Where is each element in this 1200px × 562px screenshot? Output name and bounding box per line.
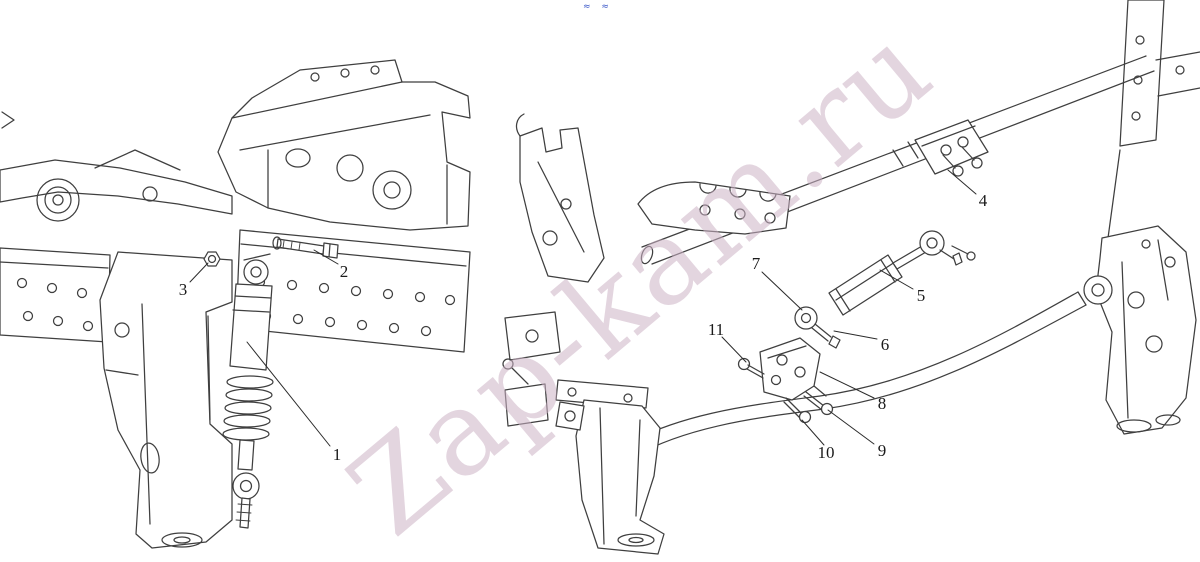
pedestal-bracket xyxy=(99,251,233,549)
mounting-nut-3 xyxy=(203,251,221,267)
tube-bracket-4 xyxy=(914,119,989,177)
support-bracket xyxy=(555,379,665,555)
cropped-edge-part xyxy=(1,111,15,129)
right-assembly-drawing xyxy=(502,0,1200,555)
registration-mark: ≈ ≈ xyxy=(583,2,613,12)
cab-mounting-bracket xyxy=(217,59,471,231)
frame-rail xyxy=(0,247,111,343)
rear-frame xyxy=(1107,0,1200,239)
callout-leader-lines xyxy=(189,169,977,447)
rear-bracket xyxy=(1083,225,1197,435)
cab-damper-5 xyxy=(794,230,976,349)
hanger-bracket xyxy=(515,113,605,283)
mid-brackets xyxy=(502,311,561,427)
shock-absorber xyxy=(222,253,274,529)
comb-plate xyxy=(637,181,791,235)
stabilizer-bar xyxy=(604,291,1087,481)
control-arm xyxy=(0,149,233,222)
mounting-bolt-2 xyxy=(272,236,339,259)
damper-bracket-8 xyxy=(759,337,827,401)
torsion-tube xyxy=(640,55,1155,265)
left-assembly-drawing xyxy=(0,59,471,549)
